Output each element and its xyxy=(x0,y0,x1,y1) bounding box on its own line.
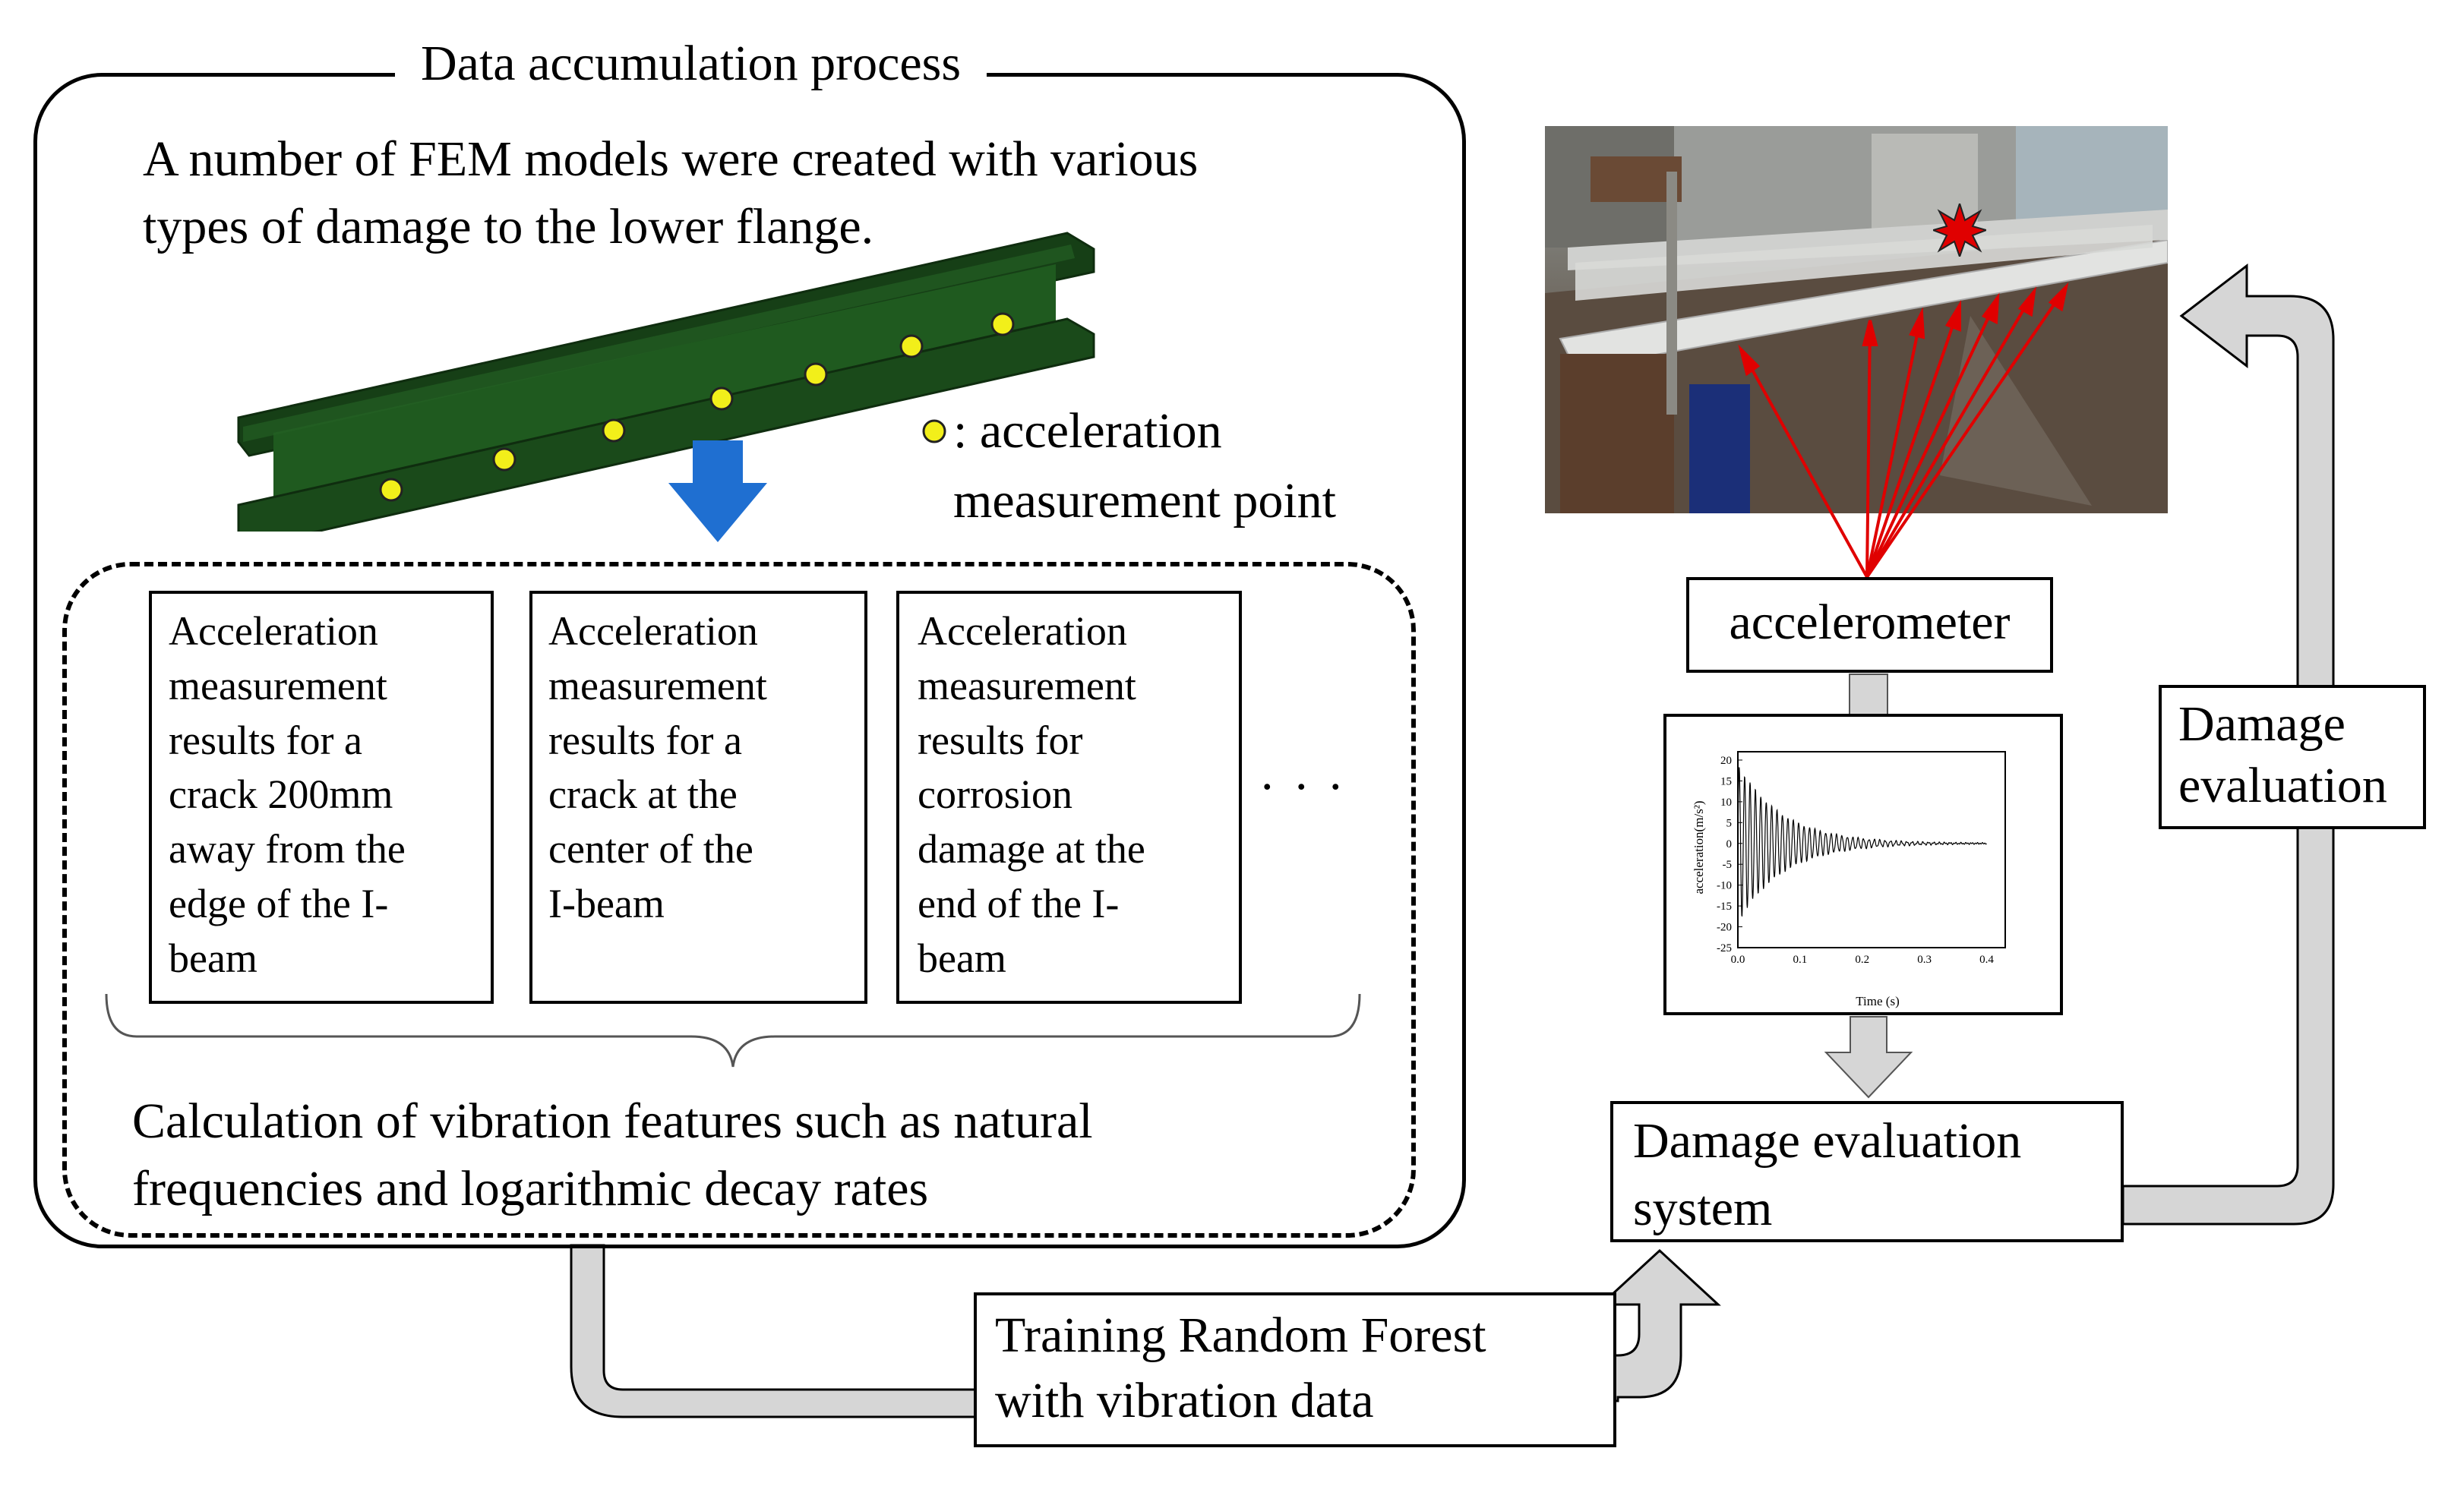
result-box-crack-center xyxy=(529,591,867,1004)
measurement-point-markers xyxy=(379,312,1015,502)
down-arrow-icon xyxy=(668,440,767,542)
acceleration-signal-plot: acceleration(m/s²) Time (s) 20 15 10 5 0 -5 -1… xyxy=(1692,751,2006,1008)
result-box-corrosion xyxy=(896,591,1242,1004)
measurement-points xyxy=(379,312,1015,502)
plot-x-axis-label: Time (s) xyxy=(1856,994,1899,1008)
damage-evaluation-system-label: Damage evaluation system xyxy=(1633,1113,2022,1237)
data-accumulation-title: Data accumulation process xyxy=(395,35,987,93)
plot-x-tick-label: 0.3 xyxy=(1917,954,1932,966)
plot-y-tick-label: 15 xyxy=(1720,775,1732,787)
plot-y-tick-label: -25 xyxy=(1717,942,1732,954)
plot-y-tick-label: 5 xyxy=(1726,817,1733,829)
legend-point-marker xyxy=(922,419,946,443)
plot-y-tick-label: 0 xyxy=(1726,838,1733,850)
plot-x-tick-label: 0.0 xyxy=(1731,954,1745,966)
plot-to-system-arrow xyxy=(1824,1016,1913,1099)
accelerometer-label: accelerometer xyxy=(1729,595,2011,650)
result-text-crack-center: Acceleration measurement results for a c… xyxy=(548,608,767,927)
plot-y-axis-label: acceleration(m/s²) xyxy=(1692,800,1706,894)
plot-y-tick-label: -15 xyxy=(1717,901,1732,913)
training-box xyxy=(974,1292,1616,1447)
plot-x-ticks: 0.0 0.1 0.2 0.3 0.4 xyxy=(1731,954,1995,966)
legend-label: : acceleration measurement point xyxy=(953,403,1337,529)
plot-y-tick-label: -10 xyxy=(1717,880,1732,892)
fem-beam-model xyxy=(237,232,1095,532)
plot-x-tick-label: 0.1 xyxy=(1793,954,1807,966)
result-text-crack-200mm: Acceleration measurement results for a c… xyxy=(169,608,406,981)
damage-evaluation-box xyxy=(2159,685,2426,829)
damage-evaluation-system-box xyxy=(1610,1101,2124,1242)
beam-experiment-photo xyxy=(1545,126,2168,513)
fem-models-description: A number of FEM models were created with… xyxy=(143,131,1199,255)
accelerometer-to-plot-connector xyxy=(1849,674,1888,716)
plot-x-tick-label: 0.2 xyxy=(1855,954,1869,966)
beam-photo-scene xyxy=(1545,126,2168,513)
plot-y-tick-label: -20 xyxy=(1717,922,1732,934)
plot-y-tick-label: 20 xyxy=(1720,755,1732,767)
plot-y-tick-label: -5 xyxy=(1723,859,1733,871)
damage-location-icon xyxy=(1933,203,1986,257)
training-label: Training Random Forest with vibration da… xyxy=(995,1308,1486,1428)
plot-y-ticks: 20 15 10 5 0 -5 -10 -15 -20 -25 xyxy=(1717,755,1742,954)
vibration-features-text: Calculation of vibration features such a… xyxy=(132,1093,1093,1217)
more-results-ellipsis: . . . xyxy=(1261,745,1347,800)
evaluation-loop-arrow xyxy=(2121,263,2335,1226)
accelerometer-box xyxy=(1686,577,2053,673)
results-dashed-container xyxy=(62,562,1416,1238)
sensor-signal-arrows xyxy=(1738,282,2069,579)
plot-y-tick-label: 10 xyxy=(1720,797,1732,809)
result-box-crack-200mm xyxy=(149,591,494,1004)
plot-x-tick-label: 0.4 xyxy=(1979,954,1994,966)
damage-evaluation-label: Damage evaluation xyxy=(2178,696,2387,813)
acceleration-waveform xyxy=(1737,767,1987,917)
grouping-brace xyxy=(105,993,1361,1068)
result-text-corrosion: Acceleration measurement results for cor… xyxy=(918,608,1145,981)
